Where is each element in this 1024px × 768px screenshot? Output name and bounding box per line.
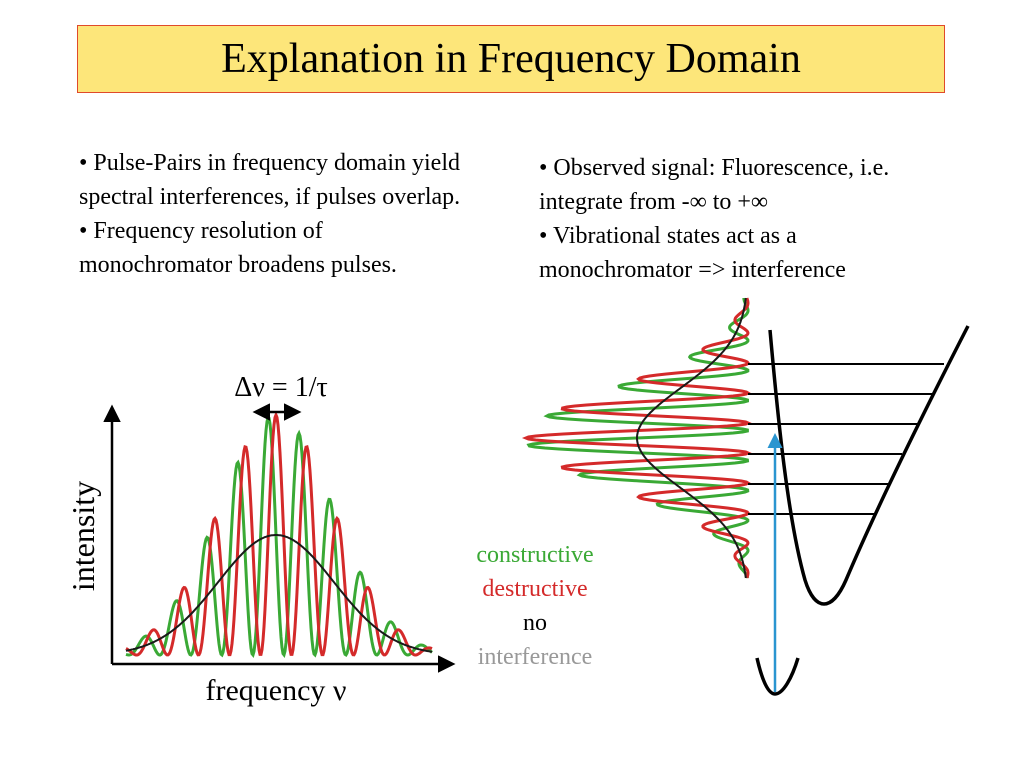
constructive-vertical-curve bbox=[526, 298, 750, 579]
no-interference-vertical-curve bbox=[636, 297, 747, 579]
title-banner: Explanation in Frequency Domain bbox=[77, 25, 945, 93]
left-bullet-2: • Frequency resolution of monochromator … bbox=[79, 218, 397, 278]
vertical-spectrum bbox=[521, 297, 752, 579]
right-bullet-2: • Vibrational states act as a monochroma… bbox=[539, 223, 846, 283]
legend: constructive destructive no interference bbox=[430, 538, 640, 674]
legend-interference: interference bbox=[477, 644, 593, 670]
legend-constructive: constructive bbox=[476, 542, 594, 568]
destructive-spectrum-curve bbox=[125, 410, 433, 657]
slide-title: Explanation in Frequency Domain bbox=[221, 36, 801, 82]
ground-state-potential-curve bbox=[755, 657, 800, 696]
x-axis-label: frequency ν bbox=[206, 674, 347, 707]
y-axis-label: intensity bbox=[65, 481, 101, 591]
excited-state-potential-curve bbox=[768, 325, 970, 606]
legend-no: no bbox=[523, 610, 547, 636]
potential-diagram bbox=[748, 325, 970, 696]
spectrum-plot: Δν = 1/τ frequency ν intensity bbox=[65, 372, 456, 707]
legend-destructive: destructive bbox=[482, 576, 588, 602]
left-bullet-list: • Pulse-Pairs in frequency domain yield … bbox=[79, 146, 479, 282]
right-bullet-list: • Observed signal: Fluorescence, i.e. in… bbox=[539, 151, 939, 287]
vibrational-levels bbox=[748, 363, 944, 515]
no-interference-spectrum-curve bbox=[125, 534, 433, 653]
delta-nu-label: Δν = 1/τ bbox=[234, 372, 328, 403]
right-bullet-1: • Observed signal: Fluorescence, i.e. in… bbox=[539, 155, 890, 215]
destructive-vertical-curve bbox=[521, 297, 752, 579]
left-bullet-1: • Pulse-Pairs in frequency domain yield … bbox=[79, 150, 461, 210]
